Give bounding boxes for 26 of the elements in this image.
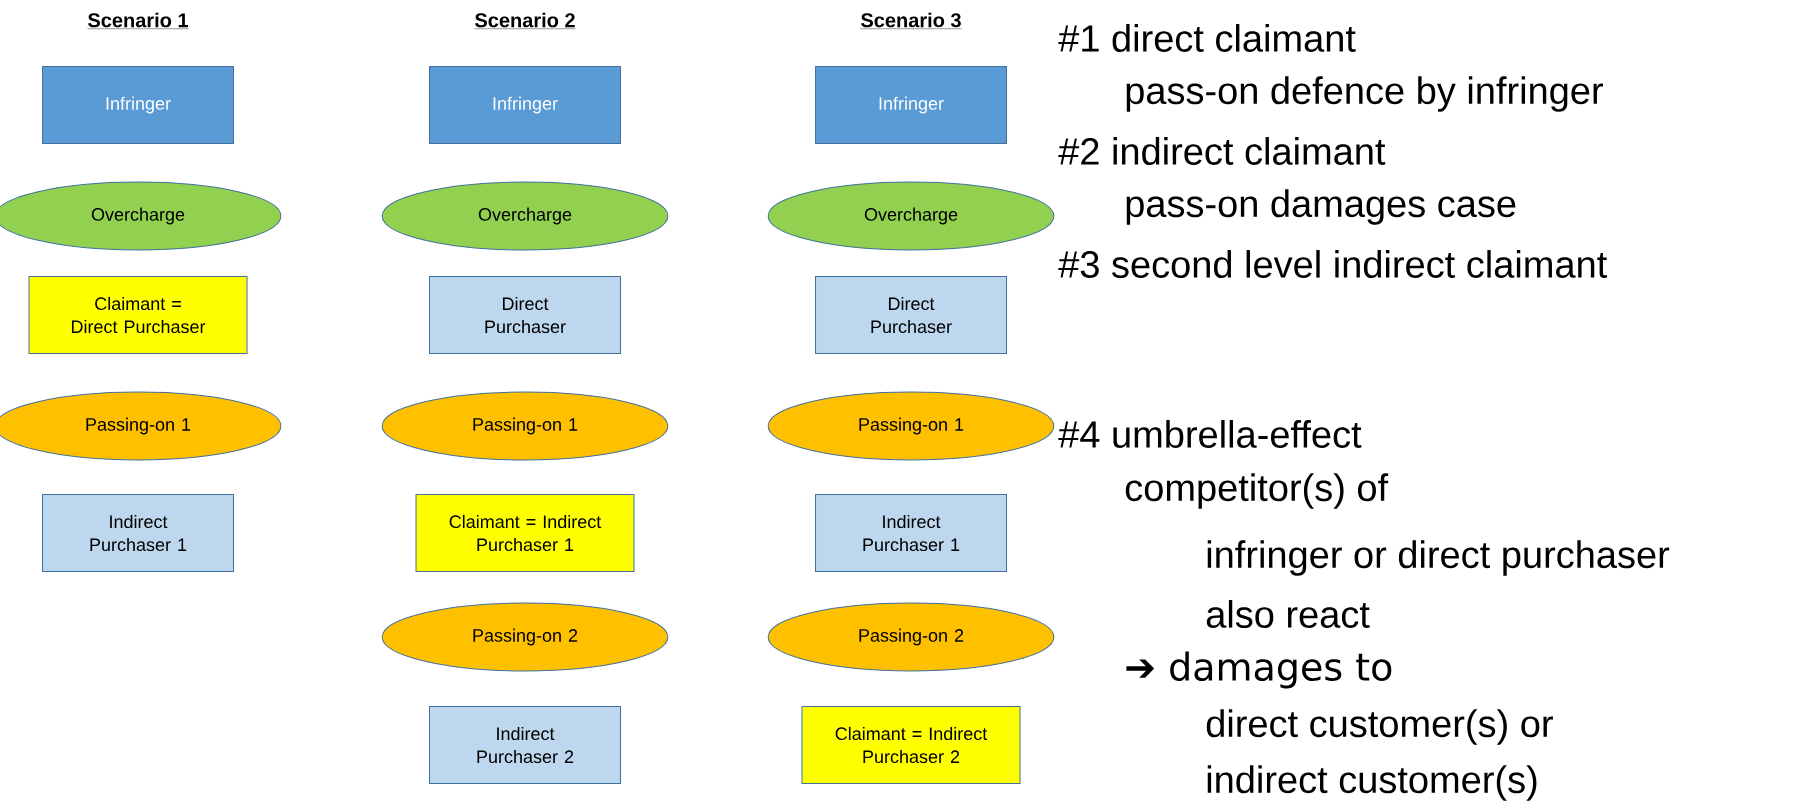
note-text: competitor(s) of — [1125, 473, 1389, 509]
note-text: #1 direct claimant — [1058, 24, 1356, 52]
infringer-box: Infringer — [429, 66, 621, 144]
note-text: ➔ damages to — [1126, 651, 1392, 689]
infringer-box: Infringer — [42, 66, 234, 144]
note-text: #3 second level indirect claimant — [1058, 250, 1607, 278]
claimant-box: Claimant = Direct Purchaser — [28, 276, 248, 354]
note-text: #2 indirect claimant — [1058, 137, 1386, 165]
scenario-heading: Scenario 2 — [474, 12, 576, 29]
note-text: #4 umbrella-effect — [1058, 420, 1362, 448]
scenario-heading: Scenario 1 — [87, 12, 189, 29]
note-text: also react — [1206, 600, 1370, 628]
note-text: infringer or direct purchaser — [1207, 540, 1670, 576]
purchaser-box: Direct Purchaser — [429, 276, 621, 354]
claimant-box: Claimant = Indirect Purchaser 2 — [801, 706, 1021, 784]
purchaser-box: Direct Purchaser — [815, 276, 1007, 354]
infringer-box: Infringer — [815, 66, 1007, 144]
purchaser-box: Indirect Purchaser 1 — [42, 494, 234, 572]
scenario-heading: Scenario 3 — [860, 12, 962, 29]
note-text: indirect customer(s) — [1207, 765, 1537, 801]
note-text: direct customer(s) or — [1206, 709, 1553, 745]
claimant-box: Claimant = Indirect Purchaser 1 — [415, 494, 635, 572]
note-text: pass-on damages case — [1126, 189, 1516, 225]
note-text: pass-on defence by infringer — [1126, 76, 1603, 112]
purchaser-box: Indirect Purchaser 1 — [815, 494, 1007, 572]
purchaser-box: Indirect Purchaser 2 — [429, 706, 621, 784]
